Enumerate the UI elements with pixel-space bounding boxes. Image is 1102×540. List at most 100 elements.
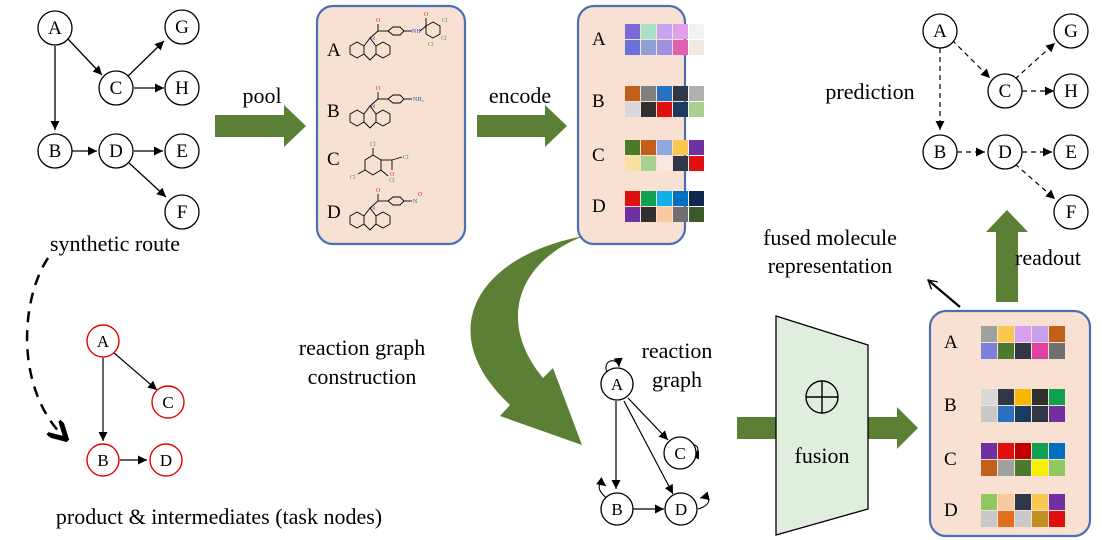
svg-text:N: N	[371, 104, 376, 110]
encoded-cell-d-1	[641, 191, 656, 206]
svg-text:C: C	[674, 444, 685, 463]
route-node-h: H	[164, 70, 200, 106]
svg-text:A: A	[933, 21, 947, 42]
encoded-cell-a-5	[625, 40, 640, 55]
encode-arrow	[477, 105, 567, 147]
pred-node-c: C	[987, 73, 1023, 109]
encoded-cell-d-0	[625, 191, 640, 206]
encoded-cell-c-4	[689, 140, 704, 155]
fused-row-label-b: B	[944, 395, 957, 416]
fused-cell-c-0	[981, 443, 997, 459]
svg-text:D: D	[160, 451, 172, 470]
task-nodes-graph: A C B D	[86, 324, 185, 477]
rg-node-a: A	[600, 367, 634, 401]
encoded-cell-c-2	[657, 140, 672, 155]
fused-row-label-c: C	[944, 449, 957, 470]
encoded-cell-b-1	[641, 86, 656, 101]
fused-cell-a-4	[1049, 326, 1065, 342]
pred-node-b: B	[922, 134, 958, 170]
encoded-cell-b-2	[657, 86, 672, 101]
svg-text:H: H	[1064, 81, 1078, 102]
svg-text:C: C	[110, 78, 123, 99]
encoded-cell-a-0	[625, 24, 640, 39]
svg-text:Cl: Cl	[389, 178, 395, 184]
encoded-cell-b-4	[689, 86, 704, 101]
pred-node-e: E	[1053, 134, 1089, 170]
encoded-cell-c-8	[673, 156, 688, 171]
svg-text:Cl: Cl	[442, 18, 448, 24]
fused-cell-a-1	[998, 326, 1014, 342]
encoded-cell-c-9	[689, 156, 704, 171]
pred-node-d: D	[987, 134, 1023, 170]
route-node-c: C	[98, 70, 134, 106]
fused-cell-c-4	[1049, 443, 1065, 459]
fused-cell-a-6	[998, 343, 1014, 359]
encoded-cell-d-3	[673, 191, 688, 206]
fusion-label: fusion	[795, 443, 850, 468]
encoded-cell-a-2	[657, 24, 672, 39]
svg-text:D: D	[675, 500, 687, 519]
svg-text:Cl: Cl	[441, 36, 447, 42]
svg-text:O: O	[418, 192, 423, 198]
fused-cell-a-3	[1032, 326, 1048, 342]
encoded-cell-d-9	[689, 207, 704, 222]
svg-text:Cl: Cl	[403, 155, 409, 161]
pred-node-h: H	[1053, 73, 1089, 109]
fused-cell-b-4	[1049, 389, 1065, 405]
encoded-cell-b-9	[689, 102, 704, 117]
molecule-a-structure	[349, 18, 441, 61]
svg-text:E: E	[1065, 142, 1077, 163]
synthetic-route-graph: A G C H B D E F	[37, 9, 200, 230]
construction-curved-arrow	[470, 236, 584, 445]
svg-text:A: A	[97, 332, 110, 351]
encoded-cell-d-6	[641, 207, 656, 222]
fused-cell-d-6	[998, 511, 1014, 527]
fused-cell-c-2	[1015, 443, 1031, 459]
fused-cell-d-9	[1049, 511, 1065, 527]
svg-text:B: B	[49, 141, 62, 162]
svg-text:F: F	[177, 202, 188, 223]
fused-cell-d-8	[1032, 511, 1048, 527]
fused-cell-b-8	[1032, 406, 1048, 422]
fused-cell-b-2	[1015, 389, 1031, 405]
fused-cell-b-5	[981, 406, 997, 422]
encoded-cell-b-7	[657, 102, 672, 117]
molecule-label-c: C	[327, 149, 340, 170]
svg-text:E: E	[176, 141, 188, 162]
fused-label-line1: fused molecule	[763, 225, 897, 250]
fused-cell-c-6	[998, 460, 1014, 476]
svg-text:Cl: Cl	[370, 142, 376, 148]
encoded-row-label-b: B	[592, 91, 605, 112]
dashed-curved-arrow	[25, 257, 65, 438]
svg-text:Cl: Cl	[428, 42, 434, 48]
fused-cell-b-7	[1015, 406, 1031, 422]
encoded-cell-b-0	[625, 86, 640, 101]
pred-node-f: F	[1053, 194, 1089, 230]
svg-text:F: F	[1066, 202, 1077, 223]
encoded-cell-a-8	[673, 40, 688, 55]
route-node-e: E	[164, 133, 200, 169]
pool-label: pool	[242, 83, 281, 108]
svg-text:NH₂: NH₂	[413, 97, 424, 103]
encoded-cell-a-6	[641, 40, 656, 55]
svg-text:O: O	[390, 172, 395, 178]
encoded-cell-b-6	[641, 102, 656, 117]
molecule-label-d: D	[327, 202, 341, 223]
encoded-cell-d-4	[689, 191, 704, 206]
svg-text:O: O	[424, 12, 429, 18]
svg-text:O: O	[376, 188, 381, 194]
rg-node-c: C	[663, 436, 697, 470]
svg-text:NH: NH	[412, 29, 421, 35]
fused-cell-c-3	[1032, 443, 1048, 459]
fused-cell-c-7	[1015, 460, 1031, 476]
prediction-label: prediction	[825, 79, 914, 104]
encoded-cell-c-3	[673, 140, 688, 155]
encoded-cell-c-0	[625, 140, 640, 155]
rg-node-b: B	[600, 492, 634, 526]
reaction-graph-label-line2: graph	[652, 367, 702, 392]
svg-text:O: O	[376, 18, 381, 24]
fused-cell-d-0	[981, 494, 997, 510]
svg-text:N: N	[413, 199, 418, 205]
fused-cell-a-5	[981, 343, 997, 359]
fused-row-label-a: A	[944, 332, 958, 353]
